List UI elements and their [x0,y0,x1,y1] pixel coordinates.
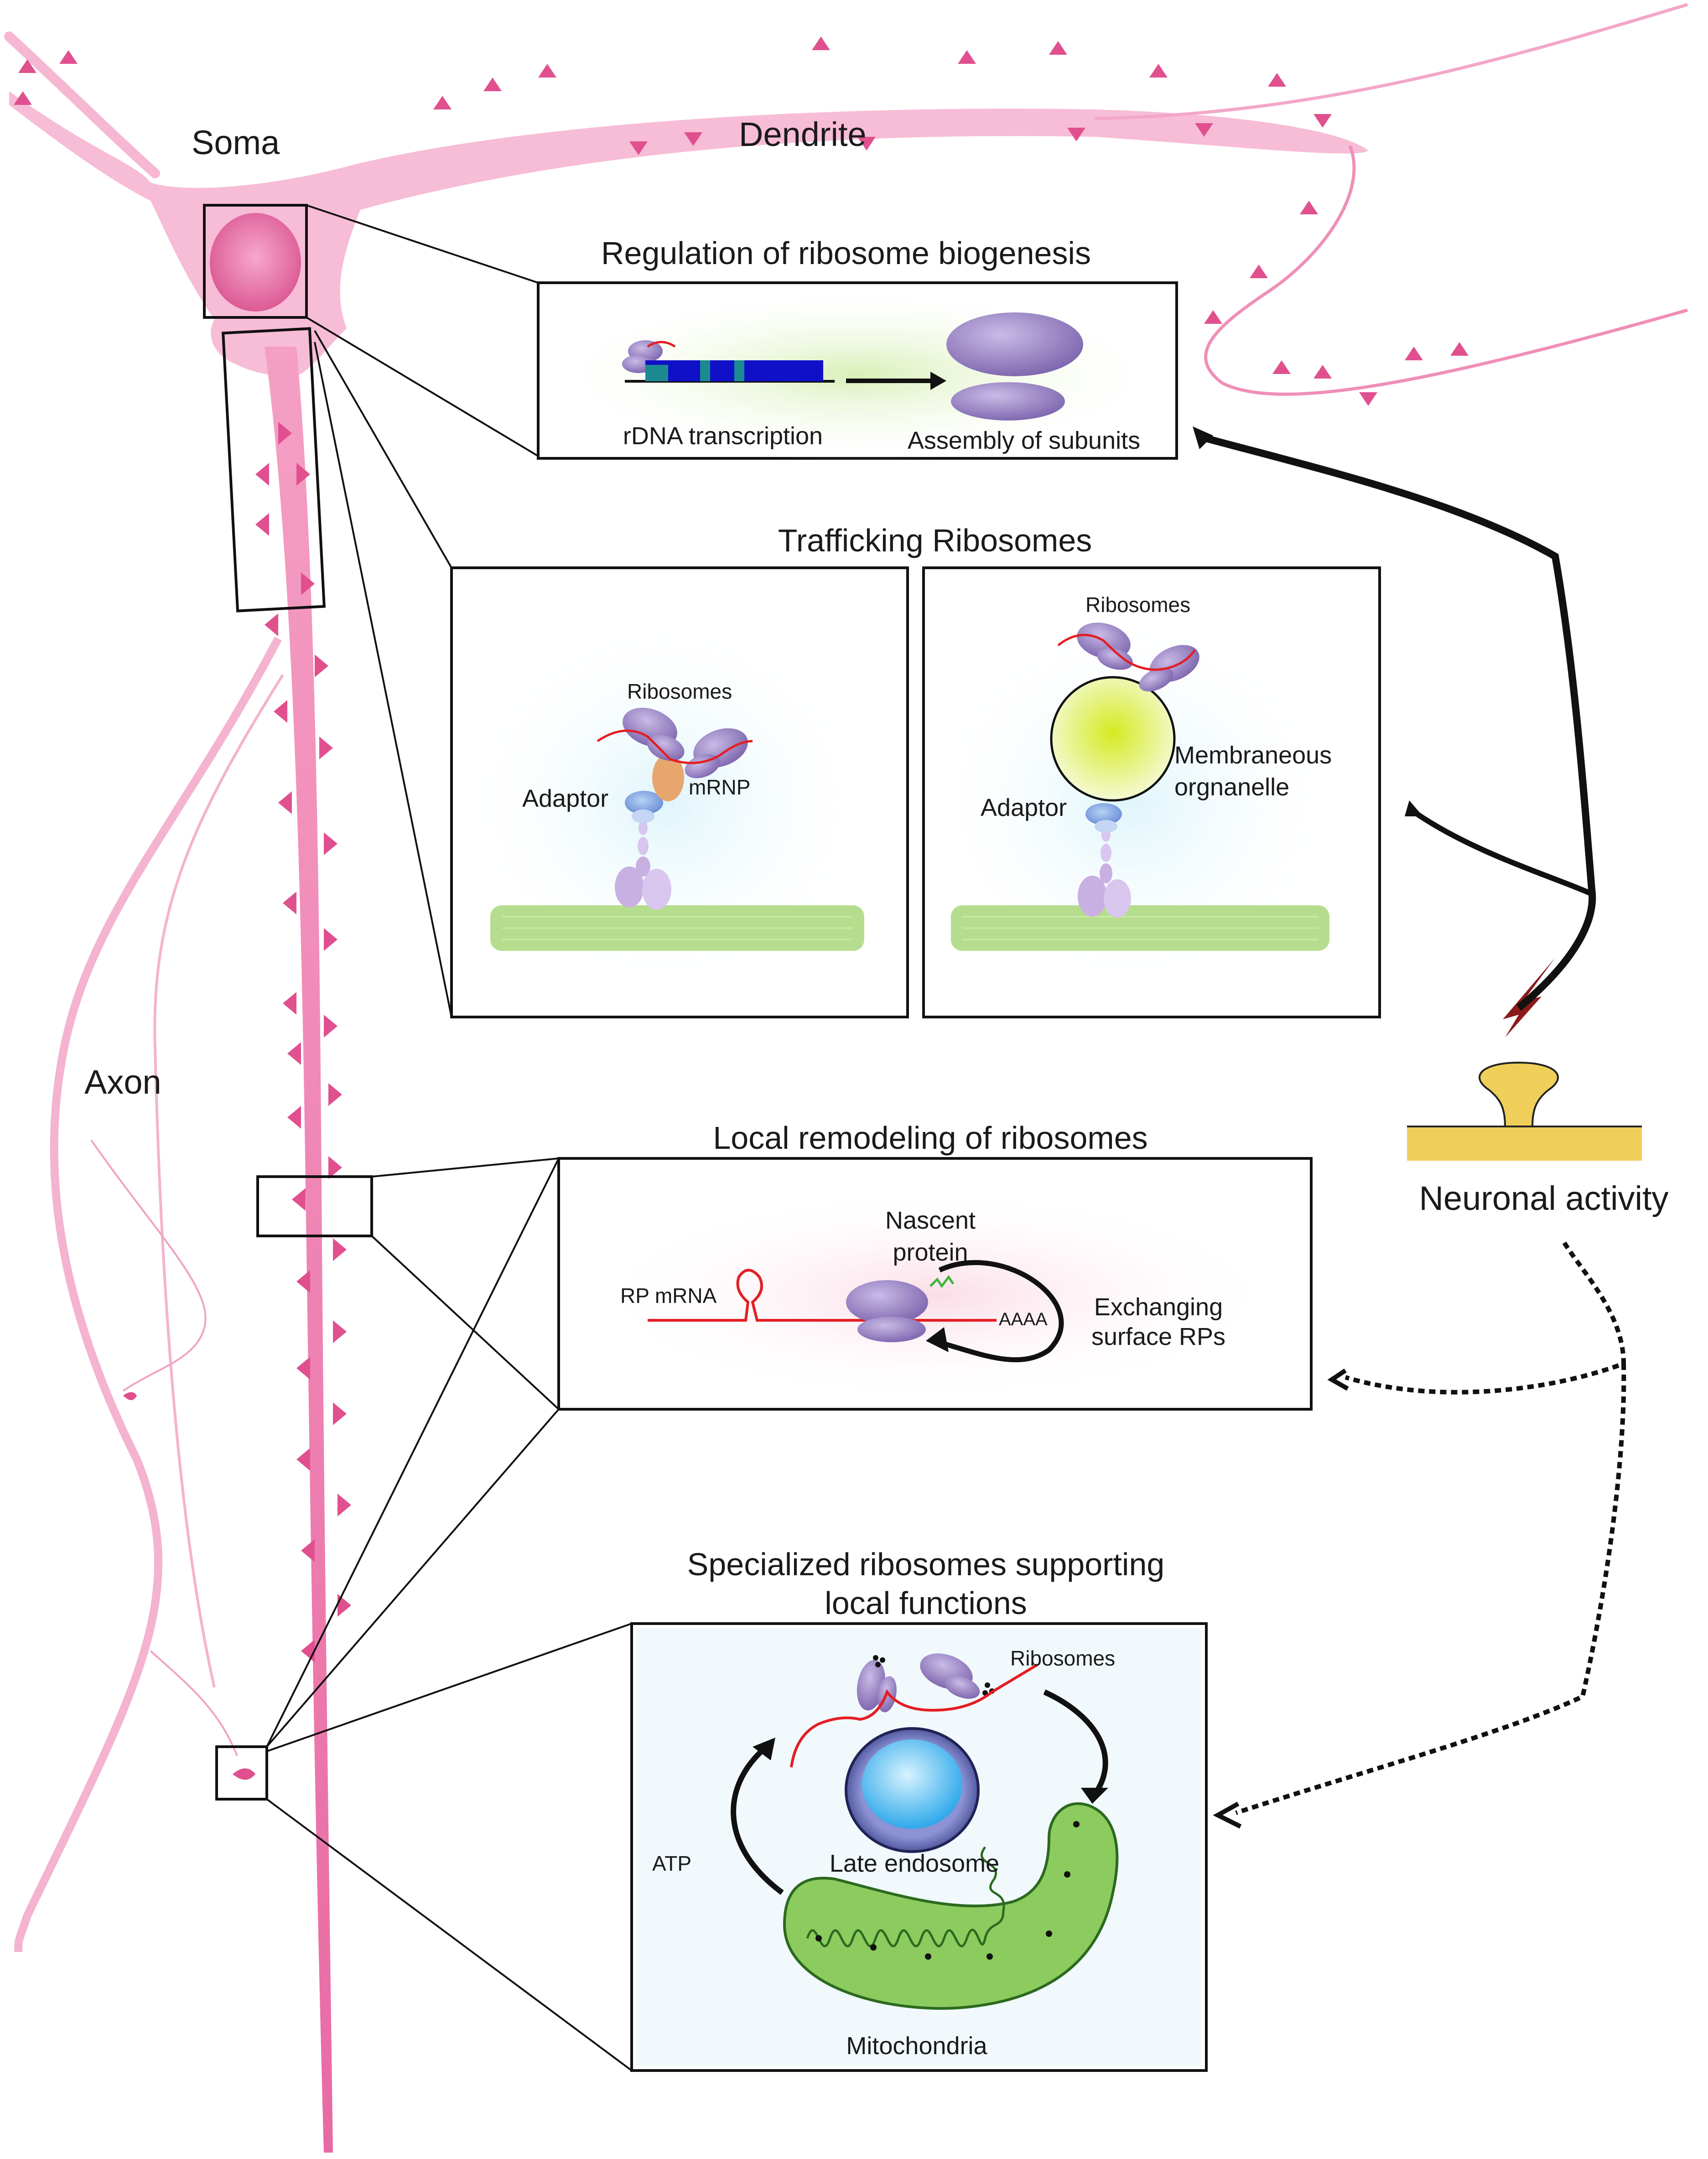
right-ribosomes-label: Ribosomes [1085,593,1191,617]
assembly-subunits-label: Assembly of subunits [907,427,1141,454]
neuronal-activity-label: Neuronal activity [1419,1179,1669,1217]
atp-label: ATP [652,1852,692,1875]
panel-specialized [630,1622,1208,2072]
axon-collateral-4 [150,1650,238,1756]
mitochondria-label: Mitochondria [846,2032,987,2060]
late-endosome-label: Late endosome [829,1850,1000,1877]
mrna-strand [1057,633,1196,671]
dendrite-branch-right [1094,3,1688,120]
exchanging-label-line1: Exchanging [1094,1293,1223,1321]
soma-nucleus [210,213,301,311]
mrna-strand [597,729,753,764]
axon-collateral-3 [90,1139,207,1392]
zoom-connectors [266,204,633,2071]
axon-spines [255,422,351,1662]
mitochondria-icon [783,1802,1119,2010]
axon-collateral-1 [14,636,282,1952]
mrna-strand [790,1663,1038,1768]
transport-arrow [1043,1689,1108,1796]
trafficking-title: Trafficking Ribosomes [778,523,1092,558]
right-adaptor-label: Adaptor [981,794,1067,821]
activity-arrow-biogenesis [1203,434,1596,1011]
dendrite-label: Dendrite [739,115,867,153]
dendrite-spines [14,36,1469,406]
panel-biogenesis [537,281,1178,461]
activity-arrow-specialized [1235,1363,1626,1815]
rp-mrna-strand [648,1269,997,1322]
rp-mrna-label: RP mRNA [620,1284,717,1308]
zoom-box-axon-distal [215,1745,268,1801]
small-subunit-icon [951,382,1065,420]
soma-label: Soma [192,124,280,161]
panel-trafficking-left [450,566,909,1018]
mitochondria-cristae [806,1846,1005,1947]
remodeling-title: Local remodeling of ribosomes [713,1120,1148,1156]
organelle-label-line2: orgnanelle [1174,773,1290,801]
rdna-transcription-label: rDNA transcription [623,422,823,450]
activity-arrow-remodeling [1345,1241,1626,1395]
axon-shaft [265,347,333,2153]
biogenesis-title: Regulation of ribosome biogenesis [601,235,1091,271]
zoom-box-soma [203,204,308,319]
left-adaptor-label: Adaptor [522,785,609,812]
specialized-title-line1: Specialized ribosomes supporting [687,1547,1165,1582]
organelle-label-line1: Membraneous [1174,742,1332,769]
zoom-boxes [203,204,373,1801]
motor-icon [1078,876,1107,917]
nascent-label-line2: protein [893,1239,968,1266]
axon-label: Axon [84,1063,161,1101]
axon-terminal-2 [233,1768,255,1780]
activity-arrow-trafficking [1412,810,1593,897]
motor-icon [615,867,644,908]
ribosome-icon [1139,667,1173,692]
ribosome-icon [846,1280,928,1324]
mrnp-label: mRNP [689,775,751,799]
axon-collateral-2 [153,674,284,1688]
synapse-terminal-icon [1407,1126,1642,1161]
ribosome-icon [857,1317,926,1342]
motor-icon [642,869,671,910]
panel-trafficking-right [921,566,1381,1018]
ribosome-icon [1097,648,1133,670]
left-ribosomes-label: Ribosomes [627,680,732,703]
nascent-protein-icon [929,1275,955,1288]
exchange-loop-arrow [932,1260,1064,1362]
ribosome-icon [647,735,685,761]
specialized-title-line2: local functions [825,1585,1027,1621]
adaptor-icon [1085,803,1122,825]
atp-arrow [731,1747,784,1895]
zoom-box-axon-initial [222,327,326,612]
ribosome-icon [945,1676,980,1699]
specialized-ribosomes-label: Ribosomes [1010,1646,1116,1670]
polya-label: AAAA [999,1309,1048,1329]
panel-remodeling [557,1157,1313,1411]
exchanging-label-line2: surface RPs [1091,1323,1226,1350]
upper-left-dendrite [4,31,160,178]
neuron [4,3,1688,2153]
zoom-box-axon-mid [256,1175,373,1237]
large-subunit-icon [946,312,1083,376]
neuronal-activity [1193,426,1642,1829]
nascent-label-line1: Nascent [885,1207,976,1234]
membraneous-organelle-icon [1050,676,1176,802]
adaptor-icon [625,791,663,815]
dendrite-branch-loop [1204,145,1688,396]
axon-terminal-1 [123,1392,137,1400]
mrnp-icon [652,754,684,801]
motor-icon [1104,879,1131,918]
